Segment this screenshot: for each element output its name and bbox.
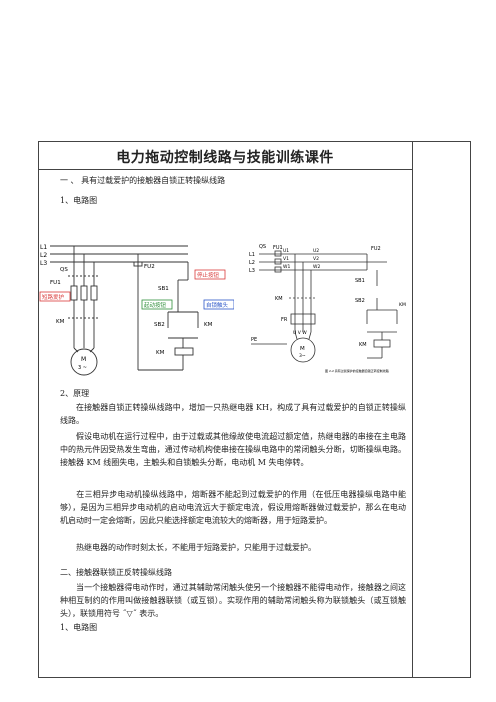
section1-sub1: 1、电路图 <box>60 196 98 205</box>
table-column-divider <box>412 141 413 678</box>
left-label-qs: QS <box>60 267 68 273</box>
section2-heading: 二、接触器联锁正反转操纵线路 <box>60 568 172 577</box>
title-divider <box>38 169 412 170</box>
content-table <box>38 141 471 678</box>
page-title: 电力拖动控制线路与技能训练课件 <box>116 150 334 166</box>
callout-box-stop <box>194 269 226 280</box>
left-label-km-aux: KM <box>204 322 213 328</box>
right-label-l3: L3 <box>249 268 255 274</box>
right-label-w1: W1 <box>283 264 290 270</box>
right-label-pe: PE <box>251 337 257 343</box>
section1-paragraph-4: 热继电器的动作时刻太长，不能用于短路爱护，只能用于过载爱护。 <box>76 543 316 552</box>
section2-paragraph-1: 当一个接触器得电动作时，通过其辅助常闭触头使另一个接触器不能得电动作，接触器之间… <box>60 583 406 619</box>
left-label-sb2: SB2 <box>154 322 165 328</box>
left-label-fu1: FU1 <box>50 280 61 286</box>
left-label-l2: L2 <box>40 252 47 259</box>
callout-self-lock: 自锁触头 <box>206 301 229 309</box>
right-label-l1: L1 <box>249 252 255 258</box>
section1-heading: 一 、 具有过载爱护的接触器自锁正转操纵线路 <box>60 176 226 185</box>
circuit-diagram-left: L1 L2 L3 QS FU1 FU2 KM M 3 ~ SB1 SB2 KM … <box>39 244 234 376</box>
right-label-motor-type: 3~ <box>299 353 306 359</box>
left-label-motor: M <box>81 356 86 363</box>
section1-paragraph-1: 在接触器自锁正转操纵线路中，增加一只热继电器 KH，构成了具有过载爱护的自锁正转… <box>60 403 406 426</box>
left-label-sb1: SB1 <box>158 286 169 292</box>
section1-paragraph-2: 假设电动机在运行过程中，由于过载或其他缘故使电流超过额定值，热继电器的串接在主电… <box>60 432 406 468</box>
right-label-v1: V1 <box>283 256 289 262</box>
right-label-fr: FR <box>281 317 288 323</box>
callout-box-short-circuit <box>39 291 71 302</box>
right-label-l2: L2 <box>249 260 255 266</box>
right-label-km-coil: KM <box>359 342 367 348</box>
right-label-fu1: FU1 <box>273 245 283 251</box>
left-label-l1: L1 <box>40 244 47 251</box>
right-label-w2: W2 <box>313 264 320 270</box>
section1-sub2: 2、原理 <box>60 389 90 398</box>
right-label-km: KM <box>275 296 283 302</box>
right-label-motor: M <box>300 346 305 352</box>
section1-paragraph-3: 在三相异步电动机操纵线路中，熔断器不能起到过载爱护的作用（在低压电器操纵电路中能… <box>60 490 406 526</box>
left-label-km-coil: KM <box>156 350 165 356</box>
left-label-motor-type: 3 ~ <box>78 365 87 371</box>
callout-start-button: 起动按钮 <box>144 301 167 309</box>
right-label-km-aux: KM <box>399 302 406 308</box>
right-label-sb1: SB1 <box>355 278 365 284</box>
right-label-v2: V2 <box>313 256 319 262</box>
callout-short-circuit: 短路爱护 <box>42 293 65 301</box>
callout-box-start <box>141 299 173 310</box>
right-label-sb2: SB2 <box>355 298 365 304</box>
right-label-u1: U1 <box>283 248 289 254</box>
right-figure-caption: 图 2-2 具有过载保护的接触器自锁正转控制线路 <box>325 368 389 373</box>
circuit-diagram-right: QS FU1 FU2 L1 L2 L3 U1 V1 W1 U2 V2 W2 KM… <box>249 244 406 373</box>
section2-sub1: 1、电路图 <box>60 623 98 632</box>
right-label-u2: U2 <box>313 248 319 254</box>
callout-stop-button: 停止按钮 <box>197 271 220 279</box>
right-label-qs: QS <box>259 244 266 250</box>
right-label-uvw: U V W <box>293 330 307 336</box>
left-label-km: KM <box>56 319 65 325</box>
left-label-l3: L3 <box>40 260 47 267</box>
callout-box-self-lock <box>203 299 234 310</box>
right-label-fu2: FU2 <box>371 246 381 252</box>
left-label-fu2: FU2 <box>144 264 155 270</box>
